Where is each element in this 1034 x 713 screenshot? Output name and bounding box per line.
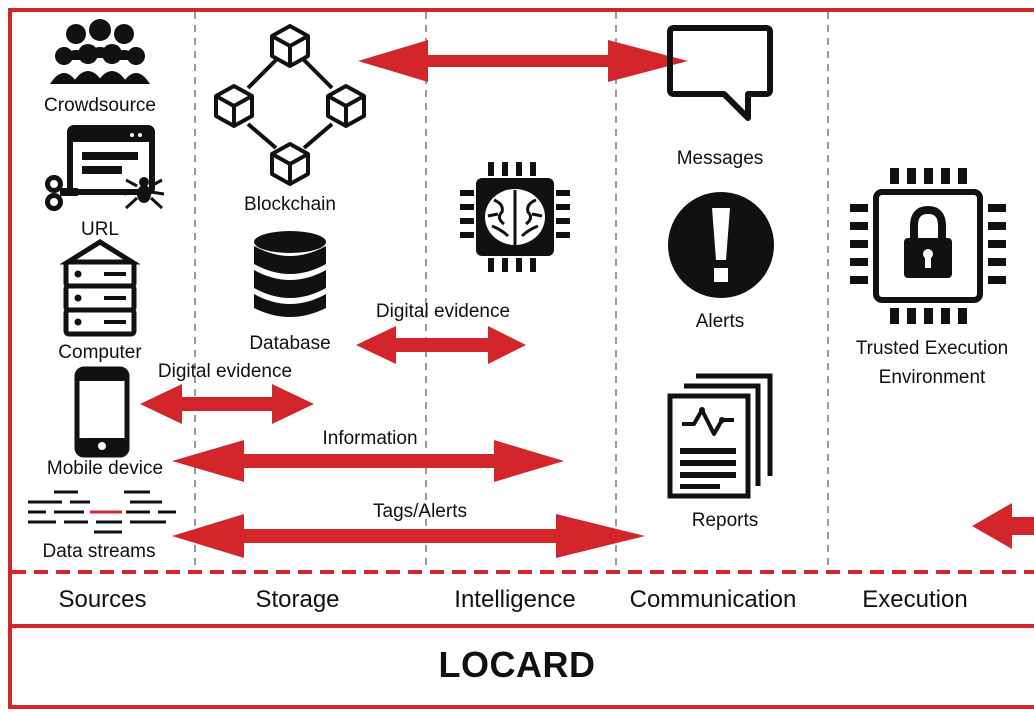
column-label-sources: Sources	[58, 586, 147, 613]
data-streams-icon	[28, 490, 176, 534]
computer-server-icon	[60, 239, 140, 337]
arrow-information	[172, 440, 564, 482]
database-icon	[254, 231, 326, 317]
blockchain-icon	[214, 24, 366, 186]
locard-title: LOCARD	[438, 644, 596, 685]
column-label-storage: Storage	[255, 586, 340, 613]
digital-evidence-1-label: Digital evidence	[375, 301, 511, 322]
secure-chip-lock-icon	[850, 168, 1006, 324]
data-streams-label: Data streams	[42, 541, 156, 562]
column-label-communication: Communication	[629, 586, 797, 613]
arrow-digital-evidence-1	[356, 326, 526, 364]
arrow-execution-partial	[972, 503, 1034, 549]
arrow-digital-evidence-2	[140, 384, 314, 424]
tee-label-line1: Trusted Execution	[855, 338, 1009, 359]
url-spider-icon	[45, 125, 165, 211]
arrow-blockchain-messages	[358, 40, 688, 82]
tags-alerts-label: Tags/Alerts	[373, 501, 467, 522]
blockchain-label: Blockchain	[244, 194, 336, 215]
alert-exclamation-icon	[668, 192, 774, 298]
alerts-label: Alerts	[695, 311, 745, 332]
database-label: Database	[249, 333, 331, 354]
mobile-device-label: Mobile device	[46, 458, 164, 479]
column-label-execution: Execution	[862, 586, 968, 613]
message-bubble-icon	[667, 25, 773, 121]
url-label: URL	[80, 219, 119, 240]
digital-evidence-2-label: Digital evidence	[157, 361, 293, 382]
messages-label: Messages	[676, 148, 764, 169]
crowdsource-label: Crowdsource	[44, 95, 156, 116]
mobile-phone-icon	[74, 366, 130, 458]
computer-label: Computer	[58, 342, 142, 363]
information-label: Information	[322, 428, 418, 449]
crowd-icon	[50, 19, 150, 84]
arrow-tags-alerts	[172, 514, 645, 558]
ai-brain-chip-icon	[460, 162, 570, 272]
report-document-icon	[667, 373, 773, 499]
outer-frame	[8, 8, 1034, 709]
column-label-intelligence: Intelligence	[454, 586, 576, 613]
tee-label-line2: Environment	[878, 367, 986, 388]
reports-label: Reports	[691, 510, 759, 531]
arrows	[140, 40, 1034, 558]
